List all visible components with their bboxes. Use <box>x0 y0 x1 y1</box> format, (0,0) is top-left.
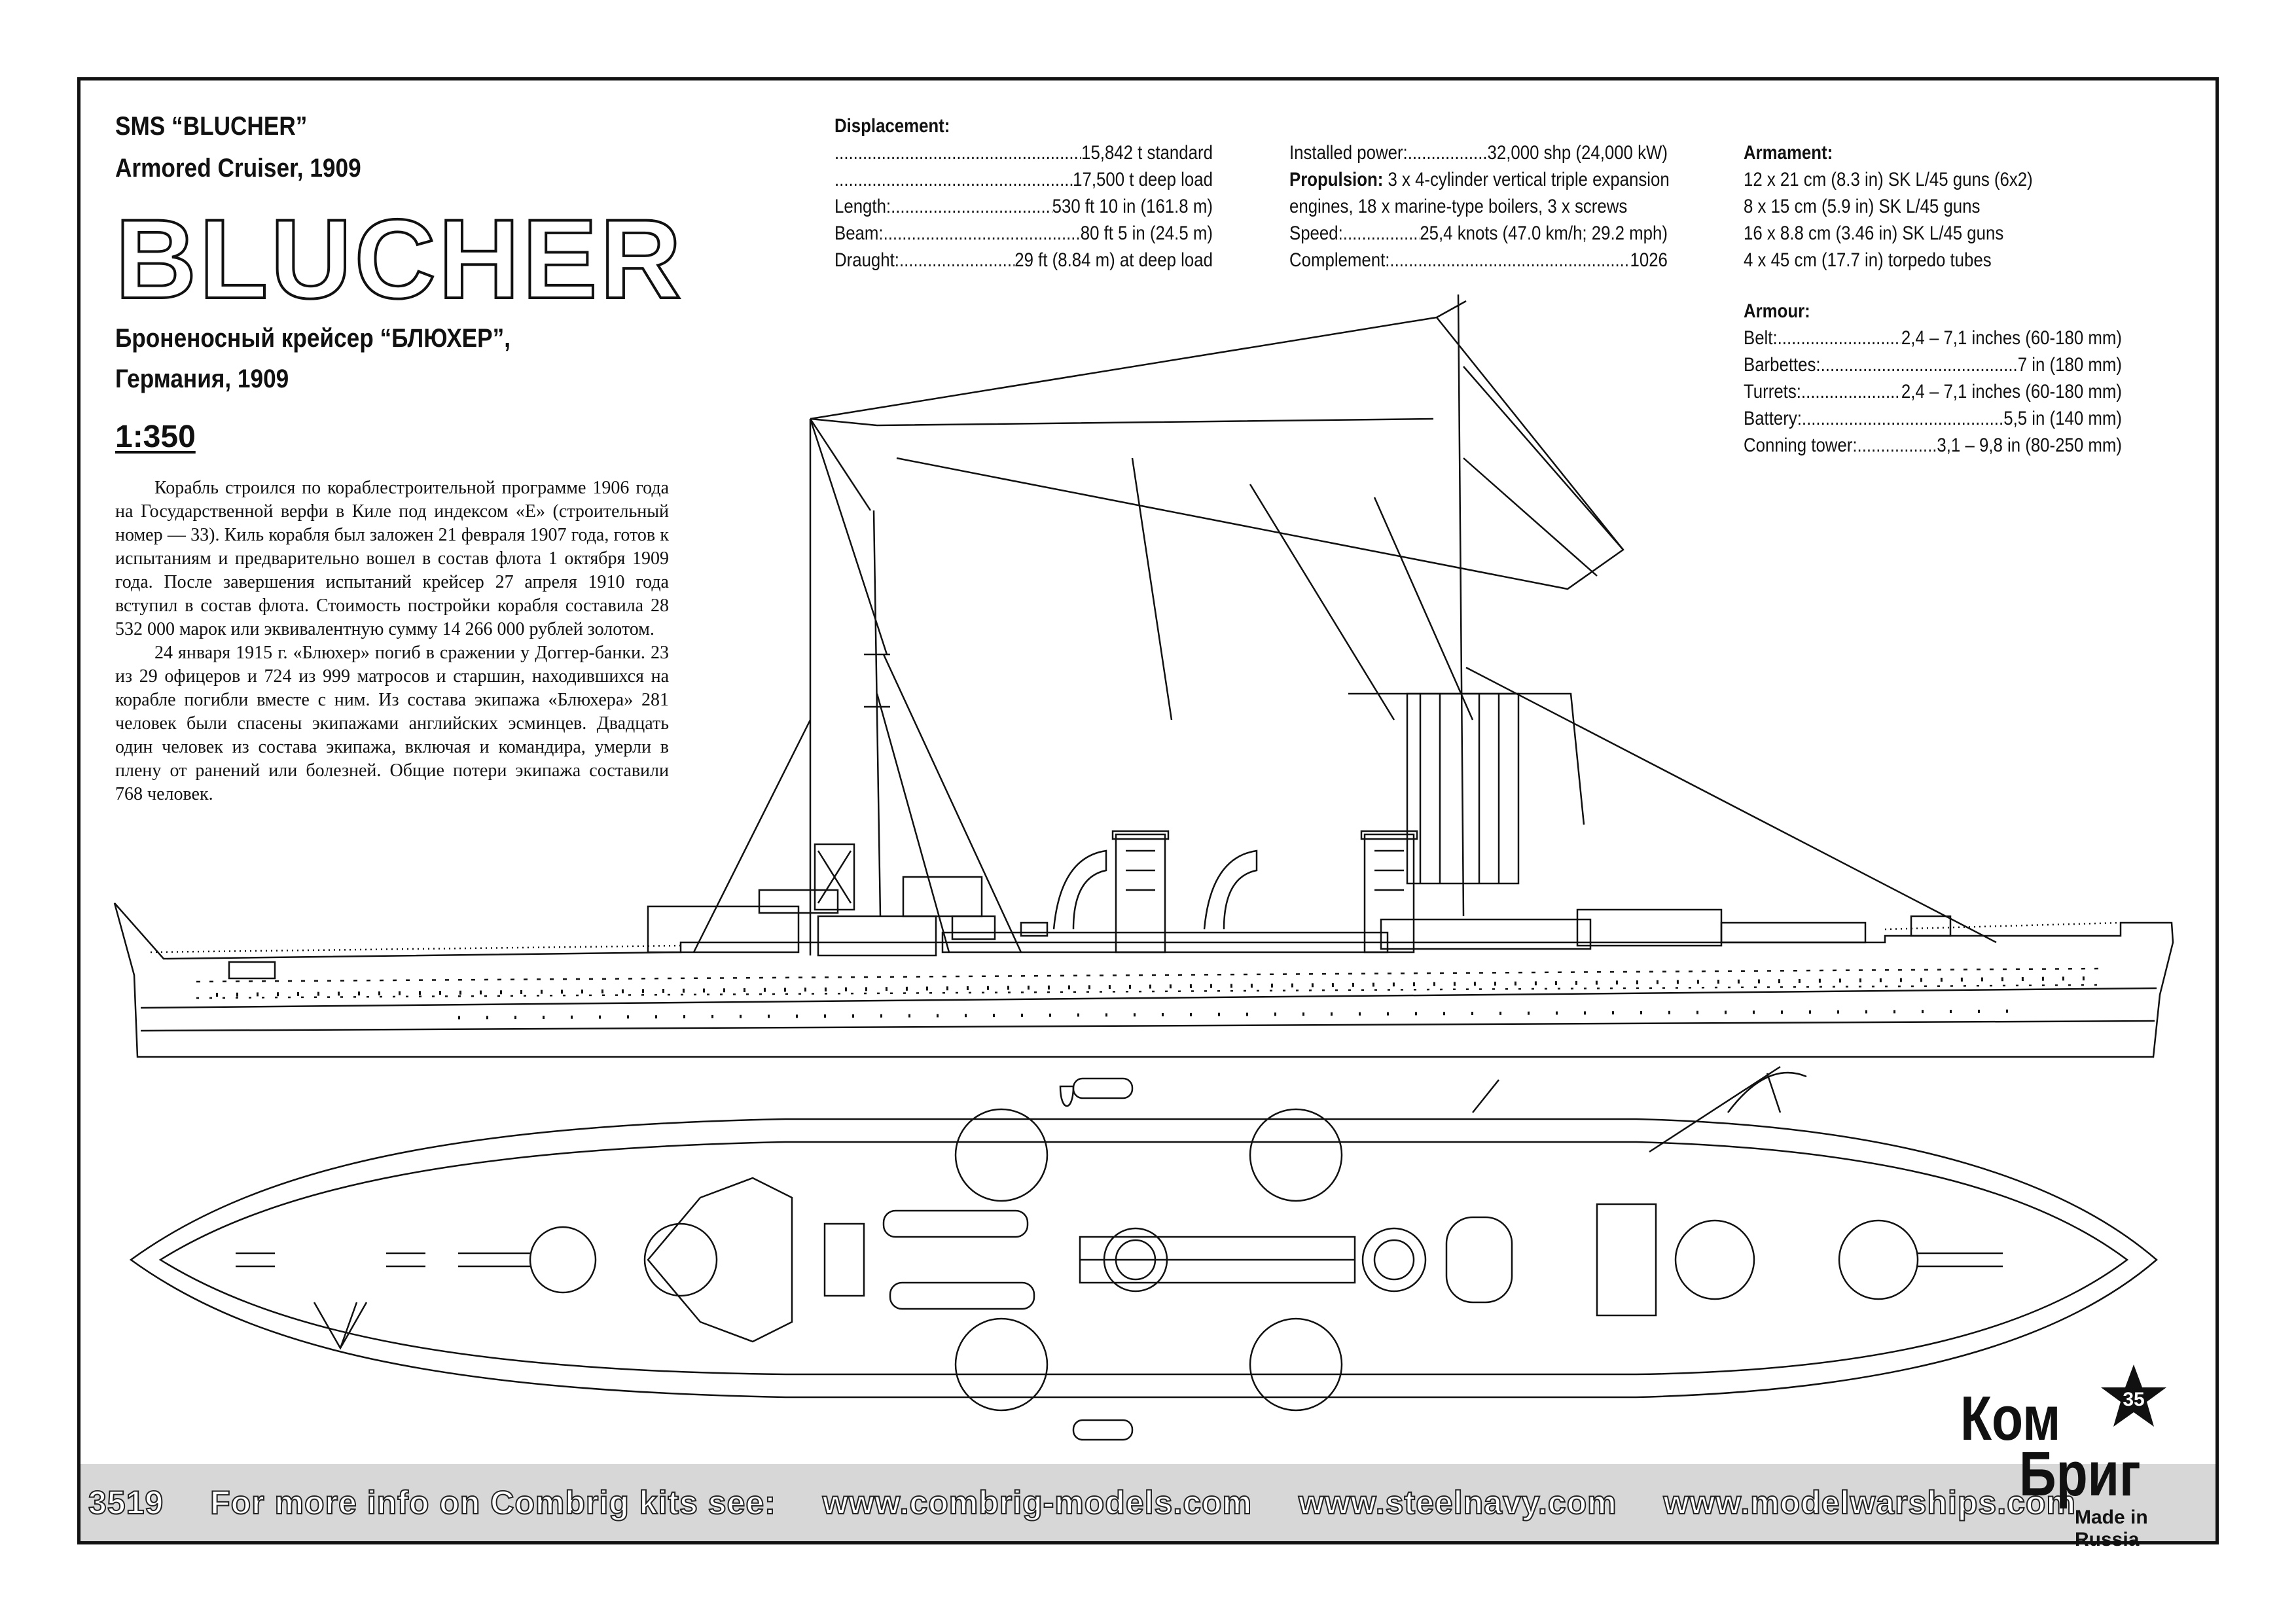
spec-row-propulsion: Propulsion: 3 x 4-cylinder vertical trip… <box>1289 169 1670 190</box>
footer-bar <box>81 1464 2215 1541</box>
specs-column-2: Installed power: .......................… <box>1289 139 1670 274</box>
link-combrig[interactable]: www.combrig-models.com <box>822 1484 1253 1522</box>
displacement-heading: Displacement: <box>834 115 950 137</box>
spec-row-power: Installed power: .......................… <box>1289 142 1668 164</box>
logo-line-2: Бриг <box>2019 1439 2141 1509</box>
star-badge-icon: 35 <box>2101 1364 2166 1427</box>
spec-row-speed: Speed:...............................25,… <box>1289 223 1668 244</box>
armour-row: Battery: ...............................… <box>1744 408 2122 429</box>
made-in-label: Made in Russia <box>2075 1507 2148 1550</box>
specs-column-1: Displacement: ..........................… <box>834 113 1213 274</box>
subtitle-en: Armored Cruiser, 1909 <box>115 154 361 183</box>
armament-item: 12 x 21 cm (8.3 in) SK L/45 guns (6x2) <box>1744 169 2033 190</box>
title-en: SMS “BLUCHER” <box>115 112 308 141</box>
drawing-frame <box>77 77 2219 1544</box>
armament-item: 8 x 15 cm (5.9 in) SK L/45 guns <box>1744 196 1981 217</box>
spec-row-deep: ........................................… <box>834 169 1213 190</box>
armour-row: Conning tower: .........................… <box>1744 435 2122 456</box>
footer-text: 3519 For more info on Combrig kits see: … <box>88 1476 2113 1529</box>
scale-label: 1:350 <box>115 419 196 454</box>
title-ru: Броненосный крейсер “БЛЮХЕР”, <box>115 324 511 353</box>
history-paragraph-2: 24 января 1915 г. «Блюхер» погиб в сраже… <box>115 643 669 804</box>
armour-block: Armour: Belt: ..........................… <box>1744 298 2122 459</box>
history-paragraph-1: Корабль строился по кораблестроительной … <box>115 478 669 639</box>
armament-item: 16 x 8.8 cm (3.46 in) SK L/45 guns <box>1744 223 2004 244</box>
spec-row-length: Length:.................................… <box>834 196 1213 217</box>
armament-block: Armament: 12 x 21 cm (8.3 in) SK L/45 gu… <box>1744 139 2033 274</box>
armour-heading: Armour: <box>1744 300 1810 322</box>
spec-row-complement: Complement: ............................… <box>1289 249 1668 271</box>
spec-row-beam: Beam:...................................… <box>834 223 1213 244</box>
armour-row: Barbettes:..............................… <box>1744 354 2122 376</box>
kit-number: 3519 <box>88 1484 164 1522</box>
armour-row: Turrets:................................… <box>1744 381 2122 402</box>
spec-row-standard: ........................................… <box>834 142 1213 164</box>
armament-heading: Armament: <box>1744 142 1833 164</box>
armour-row: Belt: ..................................… <box>1744 327 2122 349</box>
armament-item: 4 x 45 cm (17.7 in) torpedo tubes <box>1744 249 1992 271</box>
link-steelnavy[interactable]: www.steelnavy.com <box>1298 1484 1617 1522</box>
link-modelwarships[interactable]: www.modelwarships.com <box>1662 1484 2076 1522</box>
badge-text: 35 <box>2123 1389 2144 1410</box>
history-text: Корабль строился по кораблестроительной … <box>115 476 669 806</box>
ship-name-outline: BLUCHER <box>114 196 684 322</box>
logo-line-1: Ком <box>1960 1383 2061 1454</box>
spec-row-propulsion-2: engines, 18 x marine-type boilers, 3 x s… <box>1289 196 1628 217</box>
combrig-logo: 35 Ком Бриг Made in Russia <box>1947 1361 2209 1550</box>
spec-row-draught: Draught:................................… <box>834 249 1213 271</box>
subtitle-ru: Германия, 1909 <box>115 365 289 393</box>
info-text: For more info on Combrig kits see: <box>209 1484 776 1522</box>
